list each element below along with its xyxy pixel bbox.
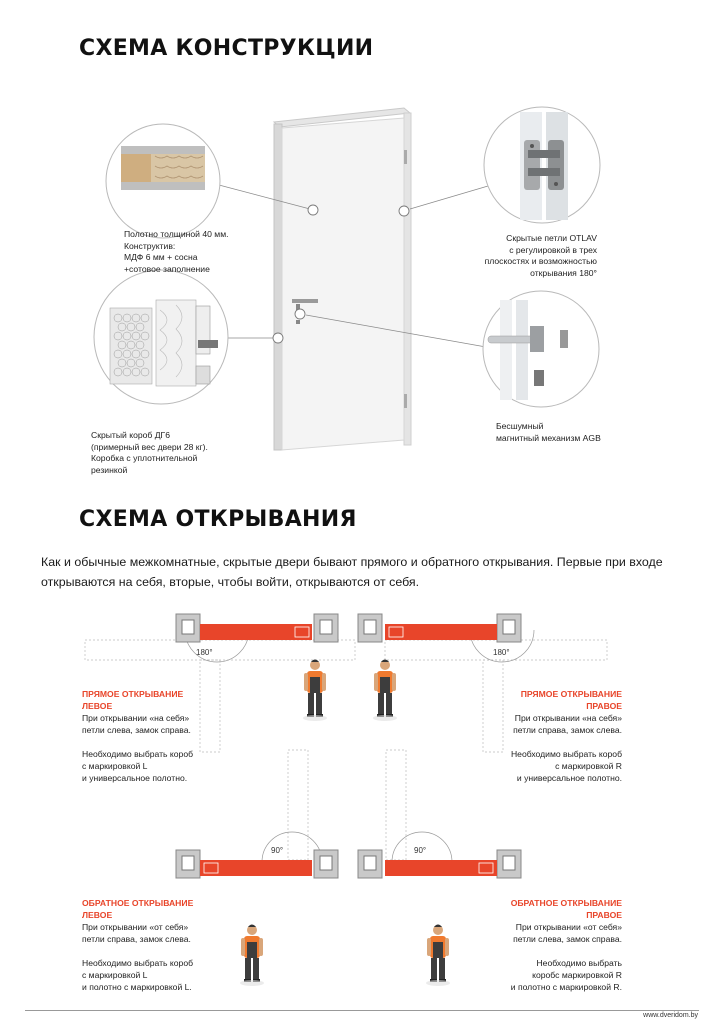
intro-line: открываются на себя, вторые, чтобы войти… <box>41 575 420 589</box>
variant-title: ПРЯМОЕ ОТКРЫВАНИЕ <box>82 689 184 699</box>
door-leaf-bar <box>385 860 497 876</box>
construction-diagram <box>93 106 601 451</box>
hinge-marker <box>398 205 410 217</box>
variant-reverse-right: ОБРАТНОЕ ОТКРЫВАНИЕ ПРАВОЕ При открывани… <box>511 898 622 993</box>
variant-text: с маркировкой R <box>555 761 622 771</box>
variant-title: ОБРАТНОЕ ОТКРЫВАНИЕ <box>510 898 622 908</box>
leaf-marker <box>307 204 319 216</box>
variant-text: петли слева, замок справа. <box>513 934 622 944</box>
frame-callout-line: Скрытый короб ДГ6 <box>91 430 170 440</box>
lock-callout-line: Бесшумный <box>496 421 544 431</box>
variant-text: Необходимо выбрать короб <box>82 958 194 968</box>
lock-marker <box>294 308 306 320</box>
variant-reverse-left: ОБРАТНОЕ ОТКРЫВАНИЕ ЛЕВОЕ При открывании… <box>82 898 193 993</box>
variant-text: При открывании «от себя» <box>515 922 622 932</box>
variant-text: петли справа, замок слева. <box>513 725 622 735</box>
frame-section-detail <box>93 269 229 405</box>
variant-direct-right: ПРЯМОЕ ОТКРЫВАНИЕ ПРАВОЕ При открывании … <box>511 689 622 784</box>
leaf-section-detail <box>105 123 221 239</box>
variant-text: и универсальное полотно. <box>516 773 622 783</box>
scheme-reverse-left <box>175 749 339 986</box>
angle-label: 180° <box>493 648 510 657</box>
variant-text: и полотно с маркировкой R. <box>510 982 622 992</box>
door-illustration <box>272 107 412 451</box>
scheme-direct-left <box>84 613 356 753</box>
variant-text: коробс маркировкой R <box>532 970 622 980</box>
variant-text: и универсальное полотно. <box>82 773 188 783</box>
hinge-detail <box>483 106 601 224</box>
variant-text: При открывании «на себя» <box>514 713 622 723</box>
variant-subtitle: ПРАВОЕ <box>586 909 622 920</box>
variant-text: и полотно с маркировкой L. <box>82 982 192 992</box>
hinges-callout-line: с регулировкой в трех <box>509 244 597 255</box>
variant-text: с маркировкой L <box>82 970 148 980</box>
lock-detail <box>482 290 600 408</box>
scheme-reverse-right <box>357 749 522 986</box>
intro-line: Как и обычные межкомнатные, скрытые двер… <box>41 555 663 569</box>
construction-title: СХЕМА КОНСТРУКЦИИ <box>79 36 374 61</box>
hinges-callout-line: плоскостях и возможностью <box>484 256 597 266</box>
variant-title: ОБРАТНОЕ ОТКРЫВАНИЕ <box>82 898 194 908</box>
angle-label: 90° <box>414 846 426 855</box>
angle-label: 180° <box>196 648 213 657</box>
variant-subtitle: ЛЕВОЕ <box>82 909 113 920</box>
footer-url: www.dveridom.by <box>643 1012 698 1019</box>
leaf-callout-line: +сотовое заполнение <box>124 263 210 274</box>
variant-text: петли справа, замок слева. <box>82 934 191 944</box>
door-leaf-bar <box>200 860 312 876</box>
footer-divider <box>25 1010 699 1011</box>
variant-text: Необходимо выбрать короб <box>510 749 622 759</box>
variant-subtitle: ЛЕВОЕ <box>82 700 113 711</box>
variant-text: Необходимо выбрать <box>536 958 622 968</box>
variant-text: При открывании «на себя» <box>82 713 190 723</box>
variant-text: При открывании «от себя» <box>82 922 189 932</box>
frame-callout-line: (примерный вес двери 28 кг). <box>91 441 208 452</box>
leaf-callout: Полотно толщиной 40 мм. Конструктив: МДФ… <box>124 229 229 275</box>
frame-marker <box>272 332 284 344</box>
frame-callout-line: Коробка с уплотнительной <box>91 453 198 463</box>
lock-callout: Бесшумный магнитный механизм AGB <box>496 421 601 444</box>
door-leaf-bar <box>385 624 497 640</box>
leaf-callout-line: Конструктив: <box>124 240 176 251</box>
variant-direct-left: ПРЯМОЕ ОТКРЫВАНИЕ ЛЕВОЕ При открывании «… <box>82 689 193 784</box>
door-leaf-bar <box>200 624 312 640</box>
variant-title: ПРЯМОЕ ОТКРЫВАНИЕ <box>520 689 622 699</box>
frame-callout: Скрытый короб ДГ6 (примерный вес двери 2… <box>91 430 208 476</box>
opening-intro: Как и обычные межкомнатные, скрытые двер… <box>41 552 691 592</box>
scheme-direct-right <box>357 613 608 753</box>
lock-callout-line: магнитный механизм AGB <box>496 432 601 443</box>
opening-title: СХЕМА ОТКРЫВАНИЯ <box>79 507 357 532</box>
hinges-callout: Скрытые петли OTLAV с регулировкой в тре… <box>485 233 597 279</box>
variant-subtitle: ПРАВОЕ <box>586 700 622 711</box>
variant-text: петли слева, замок справа. <box>82 725 191 735</box>
leaf-callout-line: МДФ 6 мм + сосна <box>124 252 198 262</box>
hinges-callout-line: открывания 180° <box>530 267 597 278</box>
variant-text: Необходимо выбрать короб <box>82 749 194 759</box>
hinges-callout-line: Скрытые петли OTLAV <box>506 233 597 243</box>
variant-text: с маркировкой L <box>82 761 148 771</box>
leaf-callout-line: Полотно толщиной 40 мм. <box>124 229 229 239</box>
frame-callout-line: резинкой <box>91 464 128 475</box>
angle-label: 90° <box>271 846 283 855</box>
